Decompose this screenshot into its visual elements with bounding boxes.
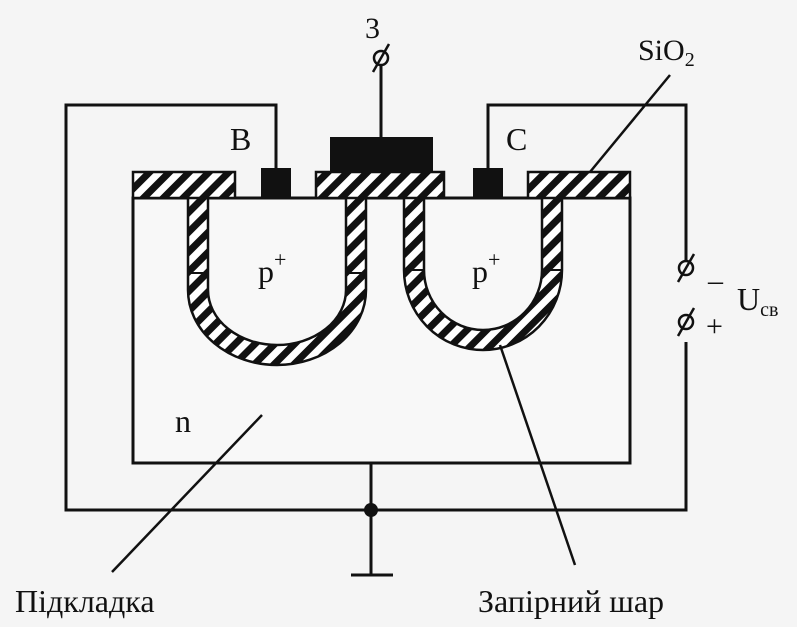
voltage-terminal-plus-icon bbox=[676, 307, 696, 337]
plus-sign: + bbox=[706, 310, 723, 343]
barrier-layer-right bbox=[404, 198, 562, 350]
p-right-label: p+ bbox=[472, 247, 500, 289]
gate-electrode bbox=[330, 137, 433, 172]
drain-contact bbox=[473, 168, 503, 198]
gate-terminal-icon bbox=[371, 43, 391, 73]
p-well-left bbox=[186, 198, 368, 367]
drain-wire bbox=[486, 103, 688, 262]
oxide-label: SiO2 bbox=[638, 34, 695, 71]
p-left-label: p+ bbox=[258, 247, 286, 289]
barrier-caption: Запірний шар bbox=[478, 583, 664, 619]
substrate-caption: Підкладка bbox=[15, 583, 155, 619]
minus-sign: – bbox=[707, 264, 724, 297]
oxide-segment-left bbox=[131, 170, 237, 200]
voltage-terminal-minus-icon bbox=[676, 253, 696, 283]
source-label: B bbox=[230, 121, 251, 157]
substrate-leader-line bbox=[111, 414, 263, 573]
source-contact bbox=[261, 168, 291, 198]
barrier-leader-line bbox=[498, 344, 577, 566]
oxide-segment-right bbox=[526, 170, 632, 200]
oxide-leader-line bbox=[589, 74, 671, 173]
source-wire bbox=[64, 103, 688, 512]
oxide-segment-gate bbox=[314, 170, 446, 200]
gate-label: 3 bbox=[365, 12, 380, 45]
drain-label: C bbox=[506, 121, 527, 157]
junction-dot bbox=[364, 503, 378, 517]
barrier-layer-left bbox=[188, 198, 366, 365]
p-well-right bbox=[402, 198, 564, 352]
substrate-type-label: n bbox=[175, 403, 191, 439]
voltage-label: Uсв bbox=[737, 281, 778, 321]
